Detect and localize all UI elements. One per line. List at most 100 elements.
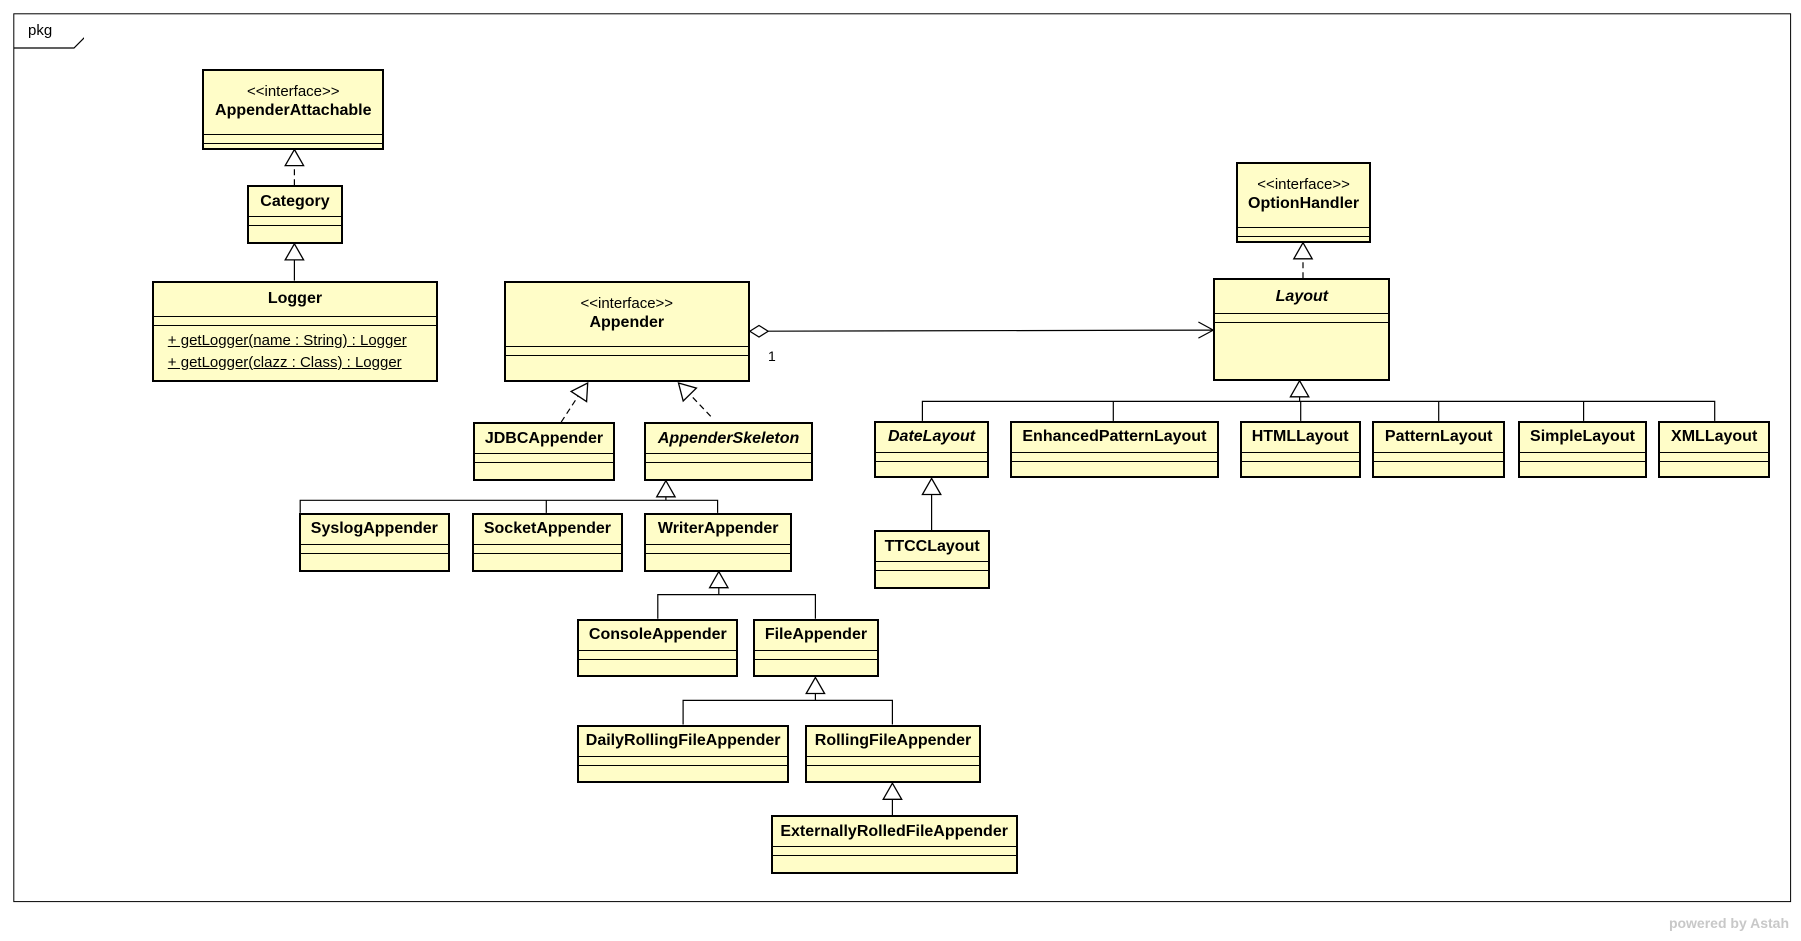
class-operation-compartment <box>807 766 979 782</box>
class-attribute-compartment <box>1520 453 1645 462</box>
class-attribute-compartment <box>772 847 1016 857</box>
class-name: DailyRollingFileAppender <box>585 732 781 750</box>
class-attribute-compartment <box>301 545 448 554</box>
class-attribute-compartment <box>646 545 791 554</box>
class-operation: + getLogger(clazz : Class) : Logger <box>167 353 402 371</box>
class-rolling-file-appender[interactable]: RollingFileAppender <box>805 724 981 784</box>
class-xml-layout[interactable]: XMLLayout <box>1658 420 1770 479</box>
class-name: HTMLLayout <box>1251 428 1349 446</box>
aggregation-line-appender-layout <box>768 329 1214 332</box>
class-name: PatternLayout <box>1384 428 1493 446</box>
class-operation-compartment <box>1520 462 1645 477</box>
class-appender-attachable[interactable]: <<interface>>AppenderAttachable <box>202 69 385 150</box>
class-attribute-compartment <box>1011 453 1218 462</box>
class-name-compartment: TTCCLayout <box>876 532 989 563</box>
class-file-appender[interactable]: FileAppender <box>753 618 879 678</box>
aggregation-arrowhead-layout <box>1198 321 1215 339</box>
class-name-compartment: EnhancedPatternLayout <box>1011 423 1218 453</box>
class-writer-appender[interactable]: WriterAppender <box>644 512 793 572</box>
class-socket-appender[interactable]: SocketAppender <box>471 512 624 572</box>
aggregation-diamond <box>748 324 770 338</box>
class-attribute-compartment <box>807 757 979 766</box>
class-logger[interactable]: Logger + getLogger(name : String) : Logge… <box>151 280 439 382</box>
class-attribute-compartment <box>1374 453 1504 462</box>
class-enhanced-pattern-layout[interactable]: EnhancedPatternLayout <box>1009 420 1220 479</box>
class-name-compartment: XMLLayout <box>1660 423 1768 453</box>
class-name: SocketAppender <box>483 520 611 538</box>
class-console-appender[interactable]: ConsoleAppender <box>577 618 739 678</box>
class-name-compartment: PatternLayout <box>1374 423 1504 453</box>
class-name: JDBCAppender <box>484 429 604 447</box>
class-operation-compartment <box>475 463 614 479</box>
class-operation-compartment <box>579 766 787 782</box>
class-name: ExternallyRolledFileAppender <box>780 822 1008 840</box>
class-category[interactable]: Category <box>247 185 343 244</box>
class-daily-rolling-file-appender[interactable]: DailyRollingFileAppender <box>577 724 789 784</box>
generalization-arrowhead-layout <box>1289 379 1310 398</box>
class-pattern-layout[interactable]: PatternLayout <box>1372 420 1506 479</box>
class-name-compartment: ExternallyRolledFileAppender <box>772 817 1016 848</box>
class-operation-compartment <box>579 660 736 676</box>
class-attribute-compartment <box>579 651 737 660</box>
class-name-compartment: SyslogAppender <box>301 515 448 545</box>
class-attribute-compartment <box>249 217 341 227</box>
class-stereotype: <<interface>> <box>580 295 674 313</box>
class-html-layout[interactable]: HTMLLayout <box>1239 420 1361 479</box>
class-name: Category <box>260 192 330 210</box>
class-appender-skeleton[interactable]: AppenderSkeleton <box>644 422 814 481</box>
generalization-bus-file-appender <box>682 699 894 725</box>
class-name-compartment: Logger <box>153 283 437 317</box>
class-externally-rolled-file-appender[interactable]: ExternallyRolledFileAppender <box>770 815 1018 875</box>
class-attribute-compartment <box>755 651 877 660</box>
class-simple-layout[interactable]: SimpleLayout <box>1518 420 1647 479</box>
class-appender[interactable]: <<interface>>Appender <box>503 280 750 382</box>
realization-arrowhead-appender-skeleton <box>677 382 698 403</box>
class-name: OptionHandler <box>1248 195 1360 213</box>
class-attribute-compartment <box>505 347 748 356</box>
class-operation-compartment <box>876 571 988 587</box>
class-name-compartment: DateLayout <box>876 423 988 453</box>
class-stereotype: <<interface>> <box>1257 176 1350 194</box>
class-option-handler[interactable]: <<interface>>OptionHandler <box>1236 162 1371 243</box>
class-syslog-appender[interactable]: SyslogAppender <box>299 512 450 572</box>
class-name-compartment: RollingFileAppender <box>807 727 979 757</box>
class-attribute-compartment <box>153 317 437 326</box>
class-name-compartment: JDBCAppender <box>474 424 614 455</box>
realization-arrowhead-layout <box>1292 241 1314 260</box>
class-attribute-compartment <box>1660 453 1768 462</box>
generalization-bus-layout <box>921 400 1716 421</box>
class-name-compartment: FileAppender <box>755 621 877 651</box>
generalization-bus-appender-skeleton <box>299 499 719 513</box>
class-layout[interactable]: Layout <box>1213 278 1391 381</box>
class-name: AppenderSkeleton <box>657 429 800 447</box>
astah-watermark: powered by Astah <box>1668 915 1789 931</box>
class-name: DateLayout <box>887 428 976 446</box>
class-ttcc-layout[interactable]: TTCCLayout <box>874 530 991 589</box>
class-jdbc-appender[interactable]: JDBCAppender <box>472 422 616 481</box>
class-name-compartment: SocketAppender <box>473 515 622 545</box>
class-name: FileAppender <box>764 626 868 644</box>
class-date-layout[interactable]: DateLayout <box>874 420 990 479</box>
class-name: TTCCLayout <box>884 537 980 555</box>
class-operation: + getLogger(name : String) : Logger <box>167 331 407 349</box>
class-stereotype: <<interface>> <box>246 83 340 101</box>
class-operation-compartment <box>1242 462 1359 477</box>
class-name: ConsoleAppender <box>588 626 727 644</box>
class-name-compartment: ConsoleAppender <box>579 621 737 651</box>
class-operation-compartment <box>1238 237 1369 241</box>
class-name-compartment: Category <box>249 187 341 218</box>
class-operation-compartment <box>1660 462 1768 477</box>
class-operation-compartment <box>876 462 987 477</box>
class-attribute-compartment <box>1215 314 1389 324</box>
class-name: AppenderAttachable <box>215 102 372 120</box>
class-name: Logger <box>267 290 323 308</box>
class-attribute-compartment <box>876 453 988 462</box>
class-attribute-compartment <box>473 545 622 554</box>
realization-line-appender-skeleton <box>689 394 712 417</box>
class-operation-compartment <box>646 554 790 570</box>
class-operation-compartment <box>474 554 622 570</box>
class-attribute-compartment <box>1238 228 1369 237</box>
class-name: Appender <box>589 314 665 332</box>
class-name-compartment: <<interface>>OptionHandler <box>1238 164 1369 228</box>
